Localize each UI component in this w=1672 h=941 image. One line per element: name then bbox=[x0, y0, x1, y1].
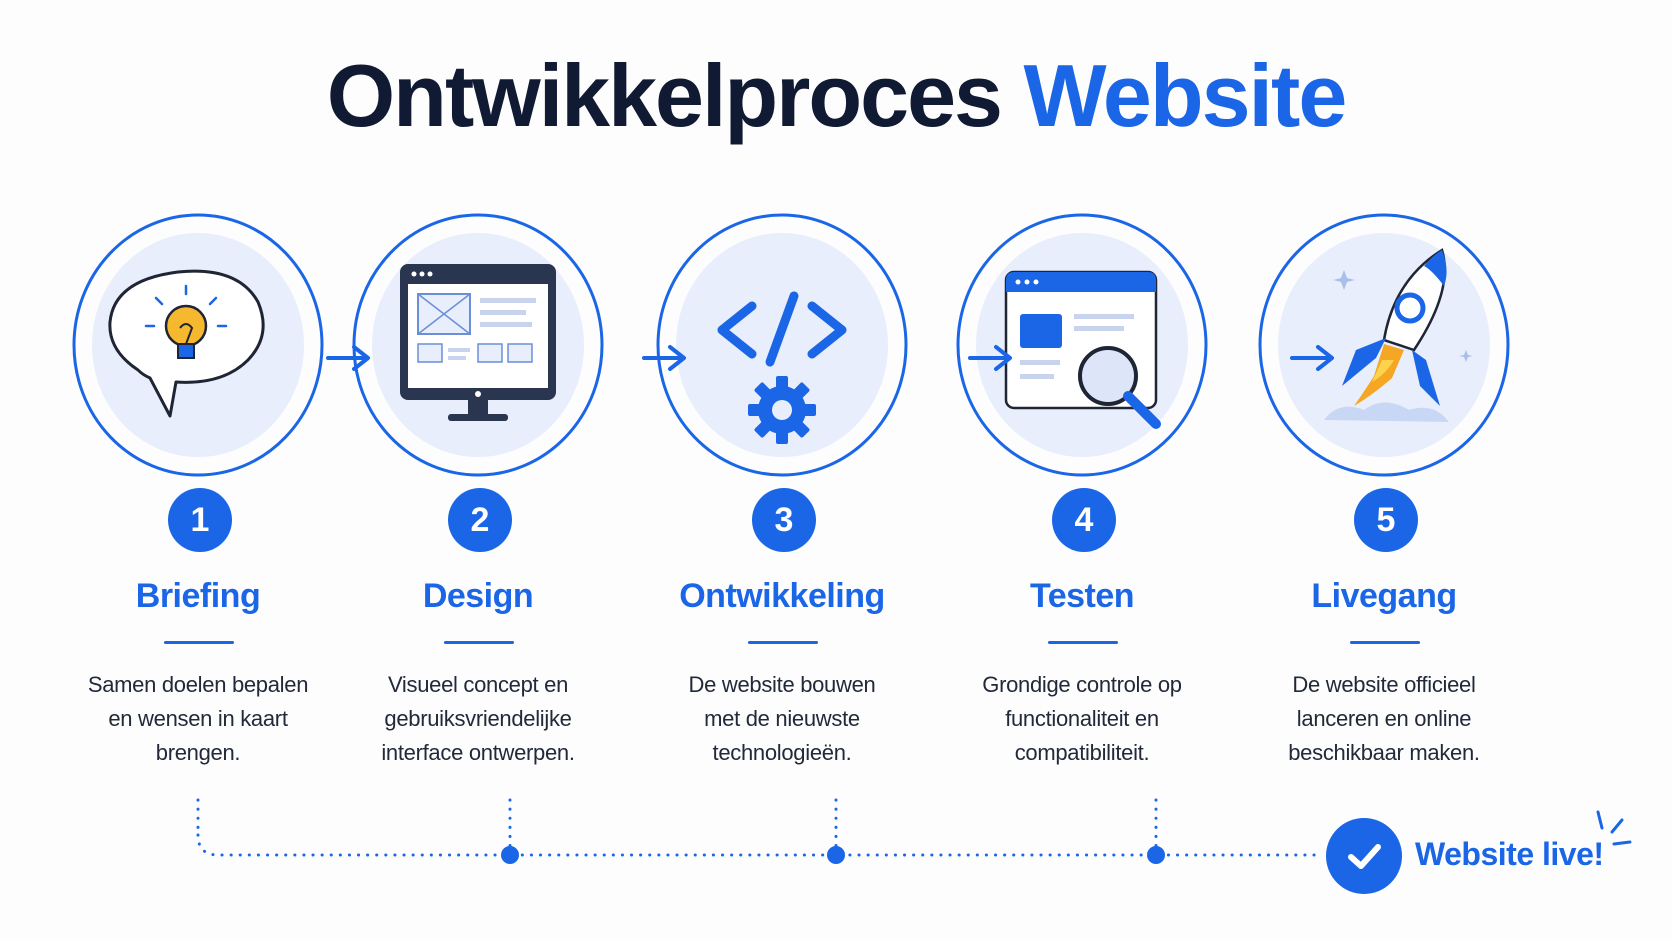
step-title: Ontwikkeling bbox=[679, 577, 885, 615]
title-main: Ontwikkelproces bbox=[326, 46, 1003, 145]
step-description: Samen doelen bepalen en wensen in kaart … bbox=[87, 672, 309, 765]
step-number-badge: 1 bbox=[168, 488, 232, 552]
step-description: De website bouwen met de nieuwste techno… bbox=[688, 672, 876, 765]
live-label: Website live! bbox=[1415, 836, 1604, 872]
step-underline bbox=[1350, 641, 1420, 644]
step-circle bbox=[338, 210, 618, 510]
step-circle bbox=[1244, 210, 1524, 510]
step-title: Briefing bbox=[135, 577, 261, 615]
step-title: Livegang bbox=[1311, 577, 1457, 615]
step-underline bbox=[748, 641, 818, 644]
live-badge bbox=[1326, 818, 1402, 894]
step-underline bbox=[1048, 641, 1118, 644]
code-gear-icon bbox=[717, 291, 847, 444]
monitor-wireframe-icon bbox=[400, 264, 556, 421]
step-circle bbox=[58, 210, 338, 510]
step-title: Design bbox=[422, 577, 534, 615]
title-accent: Website bbox=[1023, 46, 1347, 145]
step-description: Grondige controle op functionaliteit en … bbox=[982, 672, 1182, 765]
rocket-icon bbox=[1324, 248, 1473, 422]
step-circle bbox=[942, 210, 1222, 510]
arrow-right-icon bbox=[642, 345, 686, 371]
step-description: Visueel concept en gebruiksvriendelijke … bbox=[381, 672, 575, 765]
step-number-badge: 5 bbox=[1354, 488, 1418, 552]
arrow-right-icon bbox=[1290, 345, 1334, 371]
step-description: De website officieel lanceren en online … bbox=[1288, 672, 1480, 765]
step-underline bbox=[444, 641, 514, 644]
browser-magnifier-icon bbox=[1004, 270, 1161, 429]
page-title: Ontwikkelproces Website bbox=[0, 52, 1672, 140]
timeline-dot bbox=[1147, 846, 1165, 864]
checkmark-icon bbox=[1348, 844, 1381, 869]
sparkle-lines bbox=[1596, 810, 1632, 846]
step-underline bbox=[164, 641, 234, 644]
arrow-right-icon bbox=[326, 345, 370, 371]
lightbulb-speech-bubble-icon bbox=[108, 269, 265, 418]
step-number-badge: 3 bbox=[752, 488, 816, 552]
step-number-badge: 2 bbox=[448, 488, 512, 552]
step-number-badge: 4 bbox=[1052, 488, 1116, 552]
step-title: Testen bbox=[1029, 577, 1135, 615]
arrow-right-icon bbox=[968, 345, 1012, 371]
timeline-dot bbox=[501, 846, 519, 864]
timeline-dot bbox=[827, 846, 845, 864]
step-circle bbox=[642, 210, 922, 510]
